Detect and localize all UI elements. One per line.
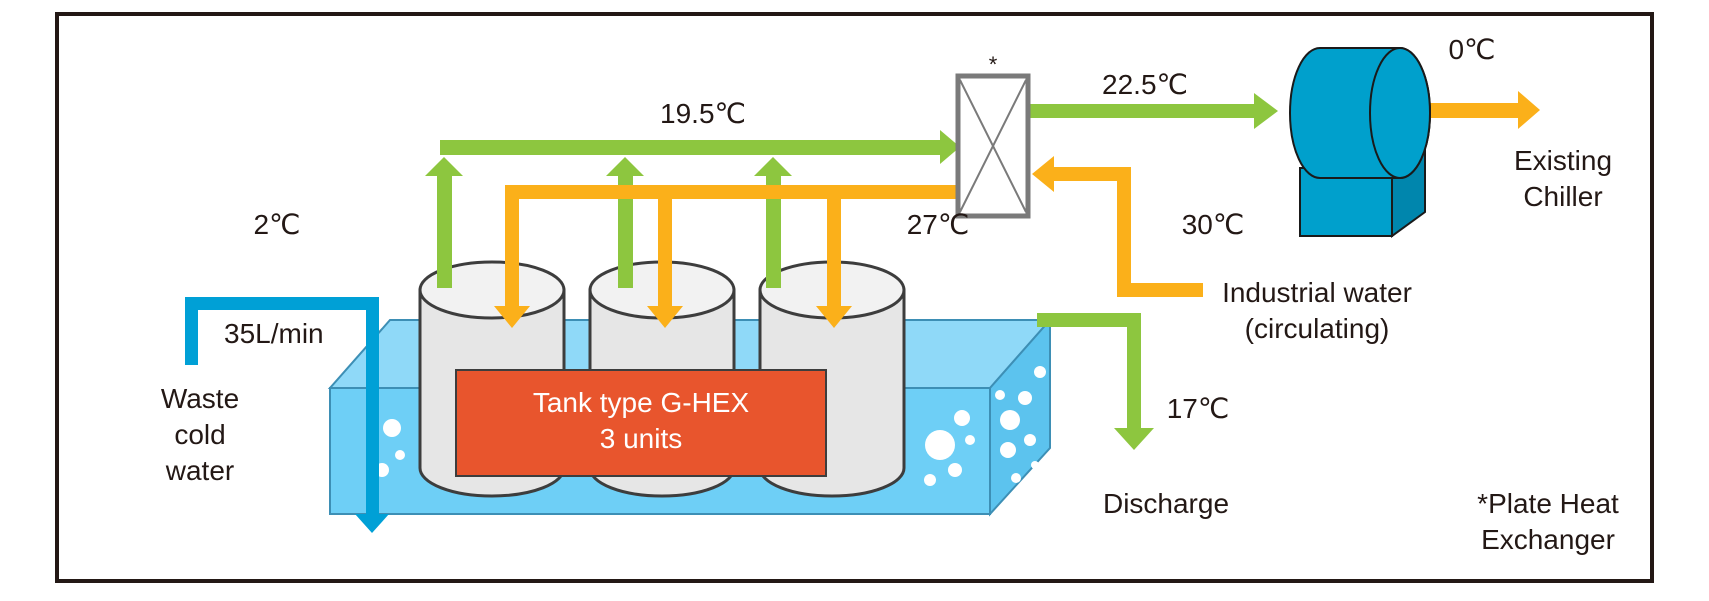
tank-label-line-1: Tank type G-HEX xyxy=(532,387,750,418)
green-discharge-v xyxy=(1127,313,1141,431)
blue-pipe-top-h xyxy=(185,297,378,310)
label-waste-line-3: water xyxy=(165,455,235,486)
label-temp-chiller-in: 22.5℃ xyxy=(1102,69,1188,100)
label-flow-rate: 35L/min xyxy=(224,318,324,349)
orange-return-v xyxy=(1117,167,1131,297)
plate-marker: * xyxy=(989,52,998,77)
label-discharge: Discharge xyxy=(1102,488,1230,519)
orange-drop-3 xyxy=(827,185,841,310)
green-discharge-arrow xyxy=(1114,428,1154,450)
orange-return-arrow xyxy=(1032,156,1054,192)
footnote-line-2: Exchanger xyxy=(1481,524,1615,555)
label-temp-chiller-out: 0℃ xyxy=(1448,34,1496,65)
label-industrial-line-2: (circulating) xyxy=(1244,313,1390,344)
green-riser-3 xyxy=(766,174,781,288)
orange-drop-1 xyxy=(505,185,519,310)
green-riser-2-arrow xyxy=(606,157,644,176)
label-chiller-line-1: Existing xyxy=(1513,145,1613,176)
tank-label-line-2: 3 units xyxy=(599,423,683,454)
orange-return-h1 xyxy=(1048,167,1130,181)
orange-drop-2 xyxy=(658,185,672,310)
basin-side-face xyxy=(989,317,1051,517)
plate-heat-exchanger-icon xyxy=(955,73,1031,219)
green-to-chiller-pipe xyxy=(1028,104,1258,118)
orange-chiller-out xyxy=(1415,103,1523,118)
green-riser-1 xyxy=(437,174,452,288)
green-riser-3-arrow xyxy=(754,157,792,176)
orange-drop-1-arrow xyxy=(494,306,530,328)
orange-drop-2-arrow xyxy=(647,306,683,328)
orange-drop-3-arrow xyxy=(816,306,852,328)
orange-return-h2 xyxy=(1117,283,1203,297)
green-main-arrow xyxy=(940,130,960,164)
green-discharge-h xyxy=(1037,313,1141,327)
orange-chiller-out-arrow xyxy=(1518,91,1540,129)
green-pipes xyxy=(425,93,1278,450)
green-main-pipe xyxy=(440,140,945,155)
chiller-icon xyxy=(1289,47,1431,238)
tank-label-box xyxy=(455,369,827,477)
label-industrial-line-1: Industrial water xyxy=(1222,277,1412,308)
label-temp-loop: 19.5℃ xyxy=(660,98,746,129)
label-temp-industrial: 30℃ xyxy=(1181,209,1245,240)
label-waste-line-1: Waste xyxy=(160,383,240,414)
green-riser-1-arrow xyxy=(425,157,463,176)
label-temp-waste-in: 2℃ xyxy=(253,209,301,240)
blue-pipe-arrow xyxy=(355,514,389,533)
orange-main-pipe xyxy=(505,185,958,199)
label-temp-discharge: 17℃ xyxy=(1166,393,1230,424)
blue-pipe-right-v xyxy=(366,297,379,517)
blue-pipe xyxy=(185,297,389,533)
orange-pipes xyxy=(494,91,1540,328)
blue-pipe-left-v xyxy=(185,297,198,365)
label-waste-line-2: cold xyxy=(174,419,226,450)
green-to-chiller-arrow xyxy=(1254,93,1278,129)
label-temp-return: 27℃ xyxy=(906,209,970,240)
label-chiller-line-2: Chiller xyxy=(1523,181,1603,212)
green-riser-2 xyxy=(618,174,633,288)
footnote-line-1: *Plate Heat xyxy=(1477,488,1619,519)
